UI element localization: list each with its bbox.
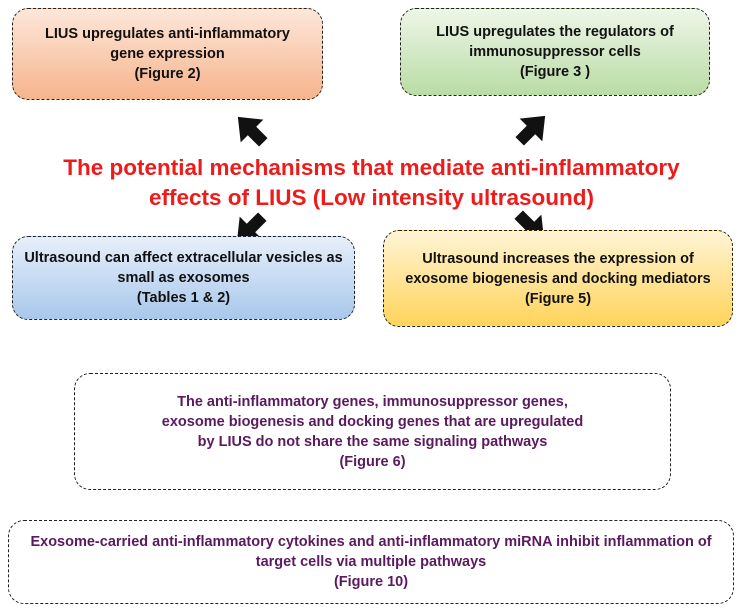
diagram-title: The potential mechanisms that mediate an…: [0, 153, 743, 213]
box-text-line: exosome biogenesis and docking genes tha…: [161, 413, 584, 430]
box-figure-ref: (Figure 5): [524, 290, 592, 307]
box-text-line: gene expression: [110, 46, 225, 62]
box-text-line: target cells via multiple pathways: [255, 554, 487, 570]
box-anti-inflammatory-gene-expression: LIUS upregulates anti-inflammatory gene …: [12, 8, 323, 100]
box-signaling-pathways: The anti-inflammatory genes, immunosuppr…: [74, 373, 671, 490]
arrow-to-top-left: [237, 116, 268, 147]
box-figure-ref: (Figure 2): [134, 66, 201, 82]
box-immunosuppressor-regulators: LIUS upregulates the regulators of immun…: [400, 8, 710, 96]
box-exosome-biogenesis: Ultrasound increases the expression of e…: [383, 230, 733, 327]
box-text-line: Exosome-carried anti-inflammatory cytoki…: [30, 534, 712, 550]
box-extracellular-vesicles: Ultrasound can affect extracellular vesi…: [12, 236, 355, 320]
box-text-line: Ultrasound can affect extracellular vesi…: [24, 250, 343, 266]
box-exosome-cargo: Exosome-carried anti-inflammatory cytoki…: [8, 520, 734, 604]
box-text-line: immunosuppressor cells: [469, 44, 641, 60]
box-text-line: small as exosomes: [117, 270, 250, 286]
box-text-line: The anti-inflammatory genes, immunosuppr…: [177, 393, 568, 410]
box-text-line: LIUS upregulates the regulators of: [436, 24, 674, 40]
box-text-line: LIUS upregulates anti-inflammatory: [45, 26, 290, 42]
box-figure-ref: (Figure 10): [333, 574, 409, 590]
box-text-line: exosome biogenesis and docking mediators: [405, 270, 711, 287]
box-text-line: by LIUS do not share the same signaling …: [197, 433, 548, 450]
box-figure-ref: (Tables 1 & 2): [136, 290, 231, 306]
box-text-line: Ultrasound increases the expression of: [422, 250, 694, 267]
box-figure-ref: (Figure 3 ): [519, 64, 591, 80]
title-line: effects of LIUS (Low intensity ultrasoun…: [148, 185, 594, 210]
arrow-to-top-right: [515, 115, 546, 146]
title-line: The potential mechanisms that mediate an…: [63, 155, 680, 180]
box-figure-ref: (Figure 6): [339, 453, 406, 470]
